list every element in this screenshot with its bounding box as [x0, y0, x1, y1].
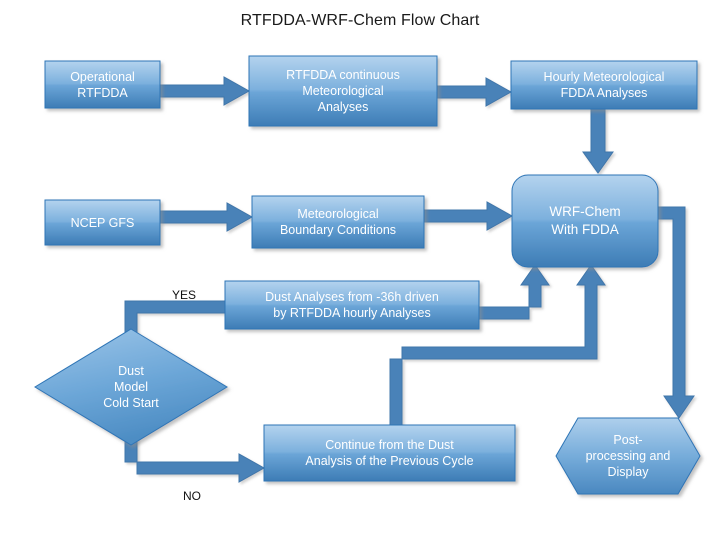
- edge-operational-to-continuous: [159, 76, 251, 106]
- edge-label-yes: YES: [171, 288, 196, 302]
- edge-label-no: NO: [183, 489, 201, 503]
- page-title: RTFDDA-WRF-Chem Flow Chart: [240, 12, 480, 29]
- edge-wrfchem-to-postprocessing: [657, 206, 695, 419]
- node-dust-analyses-36h[interactable]: [224, 280, 480, 330]
- node-post-processing-display[interactable]: [555, 417, 701, 495]
- edge-dust-analyses-to-wrfchem: [478, 264, 550, 320]
- node-met-boundary-conditions[interactable]: [251, 195, 425, 249]
- node-rtfdda-continuous[interactable]: [248, 55, 438, 127]
- edge-gfs-to-boundary: [159, 202, 254, 232]
- node-hourly-met-fdda[interactable]: [510, 60, 698, 110]
- edge-hourly-to-wrfchem: [582, 108, 614, 174]
- node-operational-rtfdda[interactable]: [44, 60, 161, 109]
- node-dust-model-cold-start[interactable]: [34, 328, 228, 446]
- edge-continuous-to-hourly: [436, 77, 513, 107]
- nodes-layer: [34, 55, 701, 495]
- connectors-layer: Dust Analyses -36h --> Continue from Dus…: [124, 76, 695, 483]
- edge-boundary-to-wrfchem: [423, 201, 514, 231]
- node-ncep-gfs[interactable]: [44, 199, 161, 246]
- node-continue-prev-cycle[interactable]: [263, 424, 516, 482]
- edge-continue-to-wrfchem: [389, 264, 606, 426]
- node-wrf-chem-with-fdda[interactable]: [511, 174, 659, 268]
